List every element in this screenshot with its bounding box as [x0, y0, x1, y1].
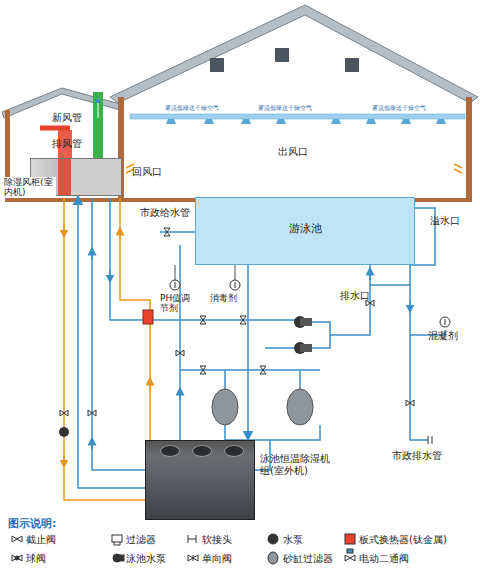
duct-label: 雾流低噪送干燥空气	[258, 105, 312, 112]
legend-text: 砂缸过滤器	[283, 552, 333, 566]
legend-text: 球阀	[26, 552, 46, 566]
pipe-connector	[247, 265, 249, 440]
legend-text: 软接头	[202, 533, 232, 547]
legend-text: 板式换热器(钛金属)	[359, 533, 447, 547]
part-label: PH值调节剂	[160, 293, 192, 314]
pipe-connector	[78, 196, 145, 488]
part-label: 出风口	[278, 146, 308, 158]
legend-text: 截止阀	[26, 533, 56, 547]
legend-text: 单向阀	[202, 552, 232, 566]
part-label: 消毒剂	[210, 293, 237, 303]
fan-icon	[192, 445, 212, 457]
part-label: 市政给水管	[140, 207, 190, 219]
part-label: 排水口	[340, 290, 370, 302]
fan-icon	[224, 445, 244, 457]
legend-text: 过滤器	[126, 533, 156, 547]
part-label: 排风管	[52, 138, 82, 150]
part-label: 溢水口	[430, 215, 460, 227]
part-label: 新风管	[52, 112, 82, 124]
unit-box: 泳池恒温除湿机组(室外机)	[145, 440, 255, 520]
legend-text: 水泵	[283, 533, 303, 547]
duct-label: 雾流低噪送干燥空气	[372, 105, 426, 112]
part-label: 市政排水管	[392, 450, 442, 462]
unit-box: 除湿风柜(室内机)	[30, 158, 122, 196]
node-label: 泳池恒温除湿机组(室外机)	[260, 453, 332, 476]
node-label: 除湿风柜(室内机)	[4, 177, 56, 198]
fan-icon	[160, 445, 180, 457]
legend-text: 电动二通阀	[359, 552, 409, 566]
node-label: 游泳池	[196, 223, 414, 236]
legend-text: 泳池水泵	[126, 552, 166, 566]
pool-box: 游泳池	[195, 197, 415, 265]
legend-title: 图示说明:	[8, 518, 56, 531]
duct-label: 雾流低噪送干燥空气	[165, 105, 219, 112]
part-label: 混凝剂	[428, 330, 458, 342]
part-label: 回风口	[132, 166, 162, 178]
